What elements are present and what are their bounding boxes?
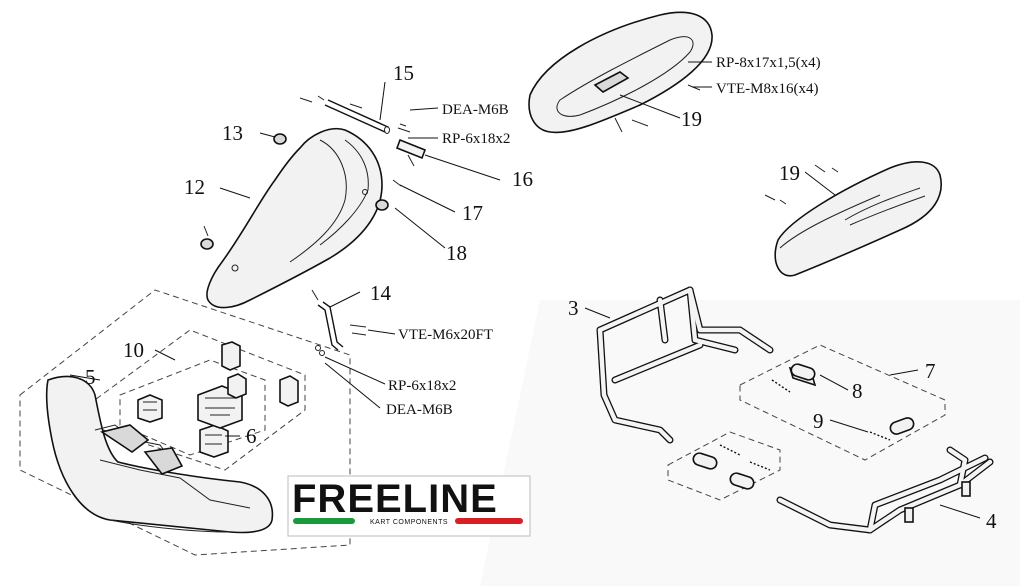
callout-18: 18 [446,241,467,265]
hardware-vte-m6x20ft: VTE-M6x20FT [398,327,493,343]
callout-14: 14 [370,281,392,305]
assembly-box-part-7 [667,344,946,501]
logo-subtitle: KART COMPONENTS [370,519,448,526]
callout-15: 15 [393,61,414,85]
callout-19-upper: 19 [681,107,702,131]
hardware-rp-6x18x2-mid: RP-6x18x2 [388,378,456,394]
bumper-frame-part-4 [776,446,994,534]
logo-red-stripe [455,518,523,524]
assembly-box-6 [119,359,266,456]
hardware-dea-m6b-top: DEA-M6B [442,102,509,118]
bumper-frame-part-3 [596,286,774,444]
callout-5: 5 [85,365,96,389]
nassau-panel-upper-part-19 [528,11,713,134]
callout-10: 10 [123,338,144,362]
callout-17: 17 [462,201,483,225]
assembly-box-10 [87,329,306,471]
screw-part-18 [392,179,402,187]
callout-13: 13 [222,121,243,145]
hardware-dea-m6b-mid: DEA-M6B [386,402,453,418]
hardware-vte-m8x16: VTE-M8x16(x4) [716,81,818,97]
callout-3: 3 [568,296,579,320]
bracket-part-14 [311,289,367,356]
front-fairing-part-5 [45,375,274,534]
nut-part-13 [200,133,389,250]
background-watermark [480,300,1020,586]
hardware-rp-8x17x1-5: RP-8x17x1,5(x4) [716,55,821,71]
spacer-part-8 [692,363,915,490]
callout-6: 6 [246,424,257,448]
spring-part-9 [719,379,891,471]
callout-4: 4 [986,509,997,533]
callout-9: 9 [813,409,824,433]
bracket-part-16 [395,123,427,167]
callout-12: 12 [184,175,205,199]
rod-part-15 [299,95,390,134]
hardware-rp-6x18x2-top: RP-6x18x2 [442,131,510,147]
callout-16: 16 [512,167,533,191]
front-panel-part-12 [206,128,383,309]
leader-lines [69,61,981,519]
freeline-logo: FREELINE KART COMPONENTS [287,475,531,537]
mounting-clips-part-6 [137,341,299,458]
assembly-box-outer [19,289,351,556]
nassau-panel-lower-part-19 [764,161,942,277]
logo-brand-text: FREELINE [292,477,498,521]
callout-labels: 15 13 12 16 17 18 14 10 5 6 19 19 3 7 8 … [85,61,997,533]
logo-green-stripe [293,518,355,524]
callout-19-lower: 19 [779,161,800,185]
hardware-labels: DEA-M6B RP-6x18x2 VTE-M6x20FT RP-6x18x2 … [386,55,821,418]
callout-7: 7 [925,359,936,383]
callout-8: 8 [852,379,863,403]
